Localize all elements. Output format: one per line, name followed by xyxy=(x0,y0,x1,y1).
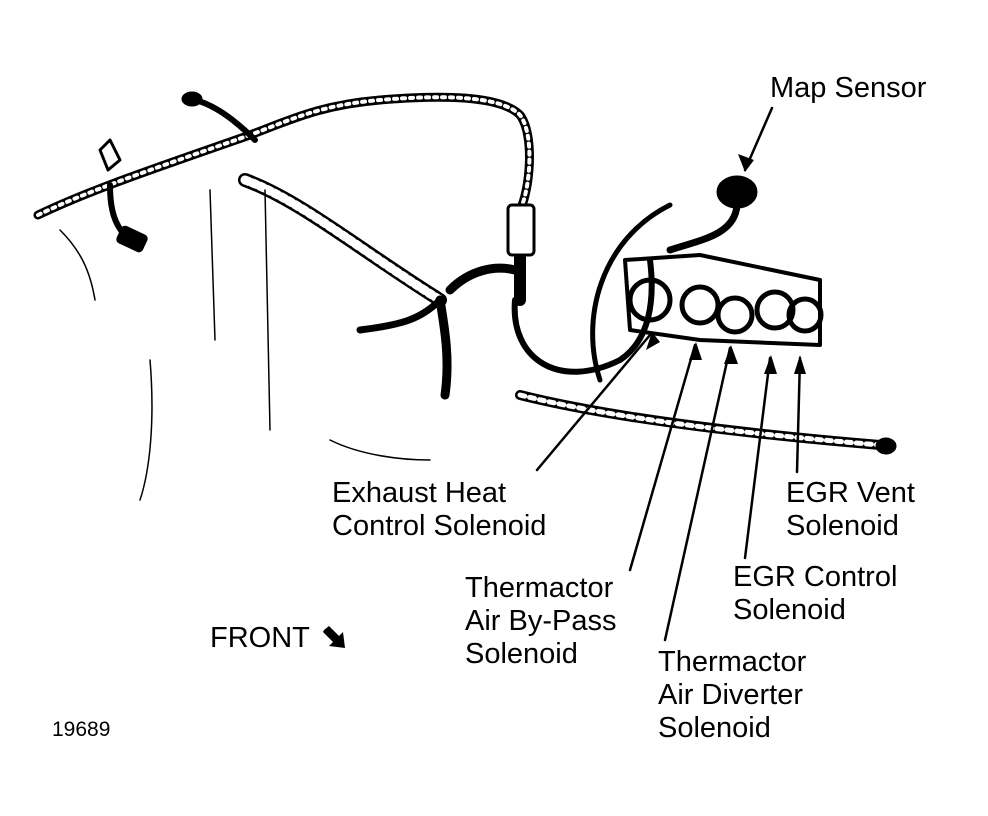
solenoid-1 xyxy=(627,277,673,323)
leader-exhaust-heat xyxy=(535,333,652,472)
label-exhaust-heat-control-solenoid: Exhaust Heat Control Solenoid xyxy=(332,477,547,542)
figure-number: 19689 xyxy=(52,718,111,741)
harness-clip xyxy=(98,138,122,172)
engine-sketch-4 xyxy=(59,229,96,301)
front-indicator: FRONT xyxy=(210,622,349,655)
hose-loop xyxy=(511,257,655,375)
center-branch-1 xyxy=(356,296,444,334)
arrowhead-exhaust-heat xyxy=(646,332,660,350)
solenoid-2 xyxy=(679,284,721,326)
arrow-down-right-icon xyxy=(323,626,346,649)
solenoid-4 xyxy=(754,289,796,331)
arrowhead-egr-vent xyxy=(794,355,806,374)
label-map-sensor: Map Sensor xyxy=(770,72,927,104)
top-connector xyxy=(181,91,203,107)
leader-thermactor-diverter xyxy=(663,346,732,642)
lower-harness-inner xyxy=(517,392,883,448)
label-thermactor-air-diverter-solenoid: Thermactor Air Diverter Solenoid xyxy=(658,646,807,744)
braided-harness-inner xyxy=(240,175,445,305)
inline-connector xyxy=(506,203,536,257)
solenoid-block xyxy=(623,253,822,347)
engine-sketch-2 xyxy=(264,189,271,431)
arrowhead-egr-control xyxy=(764,355,777,374)
engine-sketch-3 xyxy=(139,359,153,501)
label-egr-control-solenoid: EGR Control Solenoid xyxy=(733,561,898,626)
front-label: FRONT xyxy=(210,622,310,654)
center-branch-3 xyxy=(445,263,520,295)
harness-branch-top xyxy=(192,97,258,143)
left-connector xyxy=(116,225,148,253)
center-branch-2 xyxy=(435,295,452,400)
label-thermactor-air-bypass-solenoid: Thermactor Air By-Pass Solenoid xyxy=(465,572,617,670)
harness-left-inner xyxy=(36,95,532,217)
leader-egr-control xyxy=(743,356,772,560)
arrowhead-map-sensor xyxy=(738,154,754,172)
solenoid-3 xyxy=(715,295,755,335)
hose-long xyxy=(590,202,673,383)
lower-harness xyxy=(515,390,885,450)
engine-sketch-5 xyxy=(329,439,431,461)
map-sensor-hose xyxy=(666,201,741,254)
engine-sketch-1 xyxy=(209,189,216,341)
arrowhead-thermactor-diverter xyxy=(724,345,738,364)
arrowhead-thermactor-bypass xyxy=(689,342,702,360)
solenoid-5 xyxy=(786,296,824,334)
label-egr-vent-solenoid: EGR Vent Solenoid xyxy=(786,477,915,542)
leader-thermactor-bypass xyxy=(628,343,697,572)
lower-connector xyxy=(875,437,897,455)
leader-egr-vent xyxy=(795,356,802,474)
